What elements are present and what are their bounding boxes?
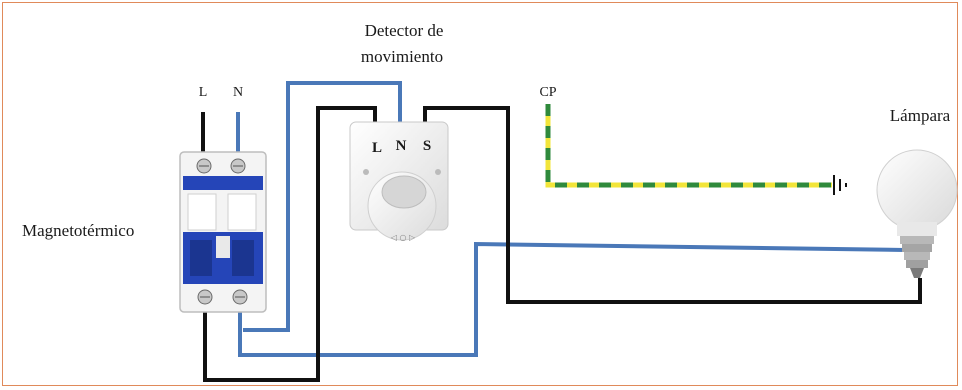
detector-terminal-L: L	[372, 140, 382, 156]
detector-title-line2: movimiento	[361, 47, 443, 66]
wire-ground-green	[545, 104, 832, 188]
breaker-label: Magnetotérmico	[22, 221, 134, 240]
ground-label: CP	[539, 85, 556, 100]
detector-terminal-S: S	[423, 138, 431, 154]
motion-detector-icon: ◁ ○ ▷	[349, 121, 449, 242]
svg-text:◁ ○ ▷: ◁ ○ ▷	[390, 233, 416, 242]
lamp-bulb-icon	[876, 149, 958, 278]
detector-terminal-N: N	[396, 138, 407, 154]
ground-symbol-icon	[833, 175, 847, 195]
wire-ground-yellow	[545, 104, 832, 188]
wire-switched-to-lamp	[423, 106, 922, 304]
detector-title-line1: Detector de	[365, 21, 444, 40]
breaker-terminal-N: N	[233, 85, 243, 100]
lamp-label: Lámpara	[890, 106, 951, 125]
wire-live-to-detector	[203, 106, 377, 382]
wire-neutral-to-lamp	[238, 241, 906, 357]
breaker-icon	[179, 151, 267, 313]
diagram-frame	[2, 2, 958, 386]
breaker-terminal-L: L	[199, 85, 208, 100]
